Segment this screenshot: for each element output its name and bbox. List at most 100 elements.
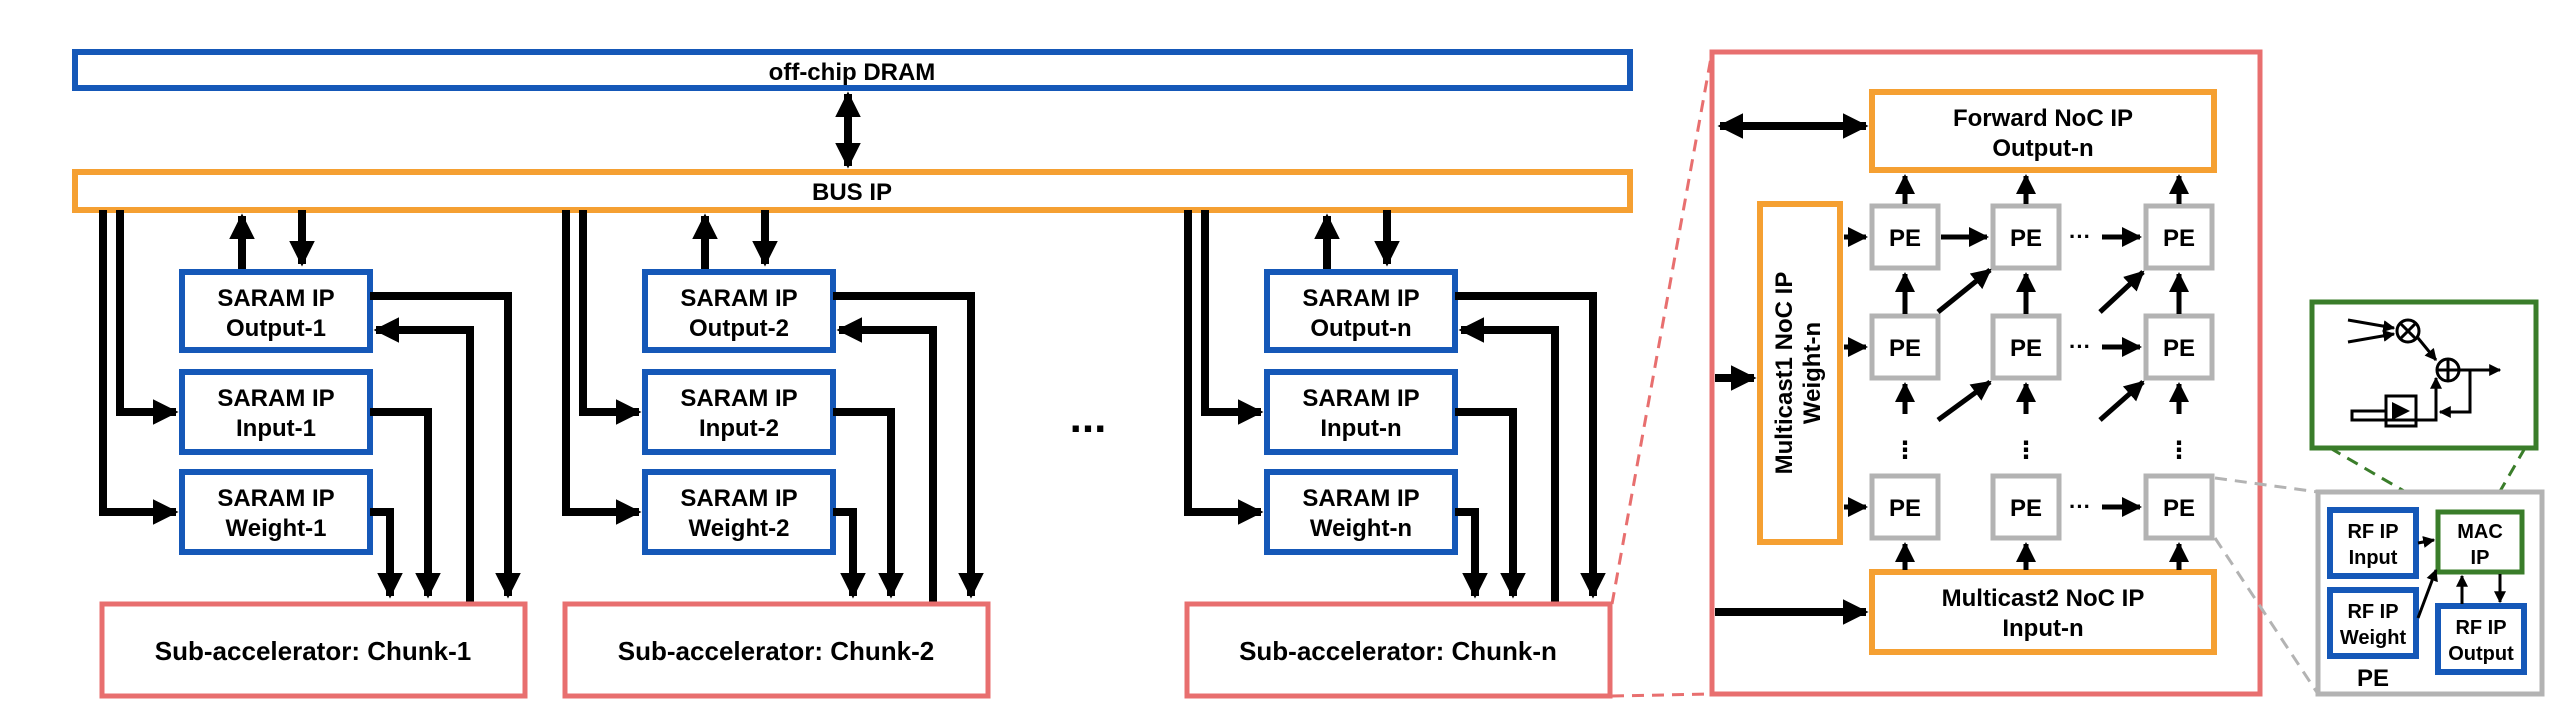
input-to-sub-wire [833,408,904,599]
v-ellipsis: ⋮ [2014,437,2038,464]
pe-block [1869,203,1941,271]
mac-circuit-icon [2347,318,2502,428]
pe-diagonal-arrow [1936,268,1992,314]
saram-output-block [642,269,836,353]
saram-output-block [179,269,373,353]
mac-ip-line1: MAC [2457,521,2503,543]
saram-input-line1: SARAM IP [217,385,334,412]
sub-accelerator-block [562,601,991,699]
pe-zoom-line-bottom [2213,537,2320,695]
pe-block [2143,473,2215,541]
bus-to-input-wire [579,210,642,425]
zoom-line-top [1610,51,1714,605]
rf-weight-to-mac-arrow [2416,568,2438,619]
chunk-ellipsis: ... [1070,393,1107,442]
saram-weight-block [1264,469,1458,555]
saram-output-line1: SARAM IP [1302,285,1419,312]
saram-weight-line1: SARAM IP [217,485,334,512]
bus-to-input-wire [116,210,179,425]
bus-to-weight-wire [99,210,179,525]
bus-label: BUS IP [812,179,892,206]
rf-input-to-mac-arrow [2417,536,2436,548]
sub-accelerator-label: Sub-accelerator: Chunk-n [1239,636,1557,666]
pe-label: PE [1889,335,1921,362]
sub-accelerator-label: Sub-accelerator: Chunk-1 [155,636,471,666]
saram-output-line2: Output-2 [689,315,789,342]
multicast2-noc-line2: Input-n [2002,615,2083,642]
pe-diagonal-arrow [2098,270,2145,314]
v-ellipsis: ⋮ [2167,437,2191,464]
pe-block [1869,313,1941,381]
rf-input-line1: RF IP [2347,521,2398,543]
saram-weight-line2: Weight-2 [689,515,790,542]
pe-label: PE [2163,495,2195,522]
bus-block: BUS IP [72,169,1633,213]
dram-label: off-chip DRAM [769,59,936,86]
mac-ip-line2: IP [2471,547,2490,569]
pe-label: PE [2010,335,2042,362]
multicast1-noc-line2: Weight-n [1799,322,1826,424]
h-ellipsis: ··· [2069,224,2091,249]
saram-input-line2: Input-n [1320,415,1401,442]
saram-input-line1: SARAM IP [1302,385,1419,412]
forward-noc-block [1869,89,2217,173]
dram-block: off-chip DRAM [72,49,1633,91]
mac-zoom-box [2309,299,2539,451]
weight-to-sub-wire [370,508,403,599]
pe-array: PE PE PE PE PE PE PE PE PE [1844,174,2215,570]
multicast1-noc-line1: Multicast1 NoC IP [1771,272,1798,475]
chunk-group-2: SARAM IP Output-2 SARAM IP Input-2 SARAM… [562,210,991,699]
pe-label: PE [1889,495,1921,522]
pe-label: PE [2010,225,2042,252]
multicast2-noc-block [1869,569,2217,655]
saram-weight-block [179,469,373,555]
saram-output-line1: SARAM IP [680,285,797,312]
saram-weight-line2: Weight-1 [226,515,327,542]
sub-accelerator-detail-panel: Forward NoC IP Output-n Multicast1 NoC I… [1709,49,2263,697]
bus-to-weight-wire [1184,210,1264,525]
saram-input-line1: SARAM IP [680,385,797,412]
sub-accelerator-block [99,601,528,699]
pe-block [2143,203,2215,271]
pe-block [2143,313,2215,381]
pe-block [1869,473,1941,541]
sub-accelerator-label: Sub-accelerator: Chunk-2 [618,636,934,666]
sub-to-output-wire [836,317,937,604]
chunk-group-1: SARAM IP Output-1 SARAM IP Input-1 SARAM… [99,210,528,699]
saram-weight-block [642,469,836,555]
pe-label: PE [2010,495,2042,522]
multicast1-noc-block [1757,201,1843,545]
v-ellipsis: ⋮ [1893,437,1917,464]
h-ellipsis: ··· [2069,494,2091,519]
bus-to-input-wire [1201,210,1264,425]
saram-output-block [1264,269,1458,353]
weight-to-sub-wire [833,508,866,599]
saram-output-line1: SARAM IP [217,285,334,312]
pe-label: PE [1889,225,1921,252]
output-to-sub-wire [370,292,521,599]
saram-weight-line1: SARAM IP [1302,485,1419,512]
pe-block [1990,203,2062,271]
pe-caption: PE [2357,665,2389,692]
forward-noc-line1: Forward NoC IP [1953,105,2133,132]
saram-input-line2: Input-2 [699,415,779,442]
bus-to-weight-wire [562,210,642,525]
saram-weight-line2: Weight-n [1310,515,1412,542]
forward-noc-line2: Output-n [1992,135,2093,162]
saram-weight-line1: SARAM IP [680,485,797,512]
rf-weight-line1: RF IP [2347,601,2398,623]
pe-zoom-line-top [2214,476,2319,494]
output-to-sub-wire [1455,292,1606,599]
rf-weight-block [2327,587,2419,659]
mac-ip-block [2435,509,2525,575]
saram-input-block [642,369,836,455]
rf-output-line2: Output [2448,643,2514,665]
rf-output-block [2435,603,2527,675]
saram-input-block [179,369,373,455]
sub-to-output-wire [373,317,474,604]
sub-to-output-wire [1458,317,1559,604]
chunk-group-n: SARAM IP Output-n SARAM IP Input-n SARAM… [1184,210,1613,699]
rf-output-line1: RF IP [2455,617,2506,639]
pe-diagonal-arrow [2098,380,2145,422]
